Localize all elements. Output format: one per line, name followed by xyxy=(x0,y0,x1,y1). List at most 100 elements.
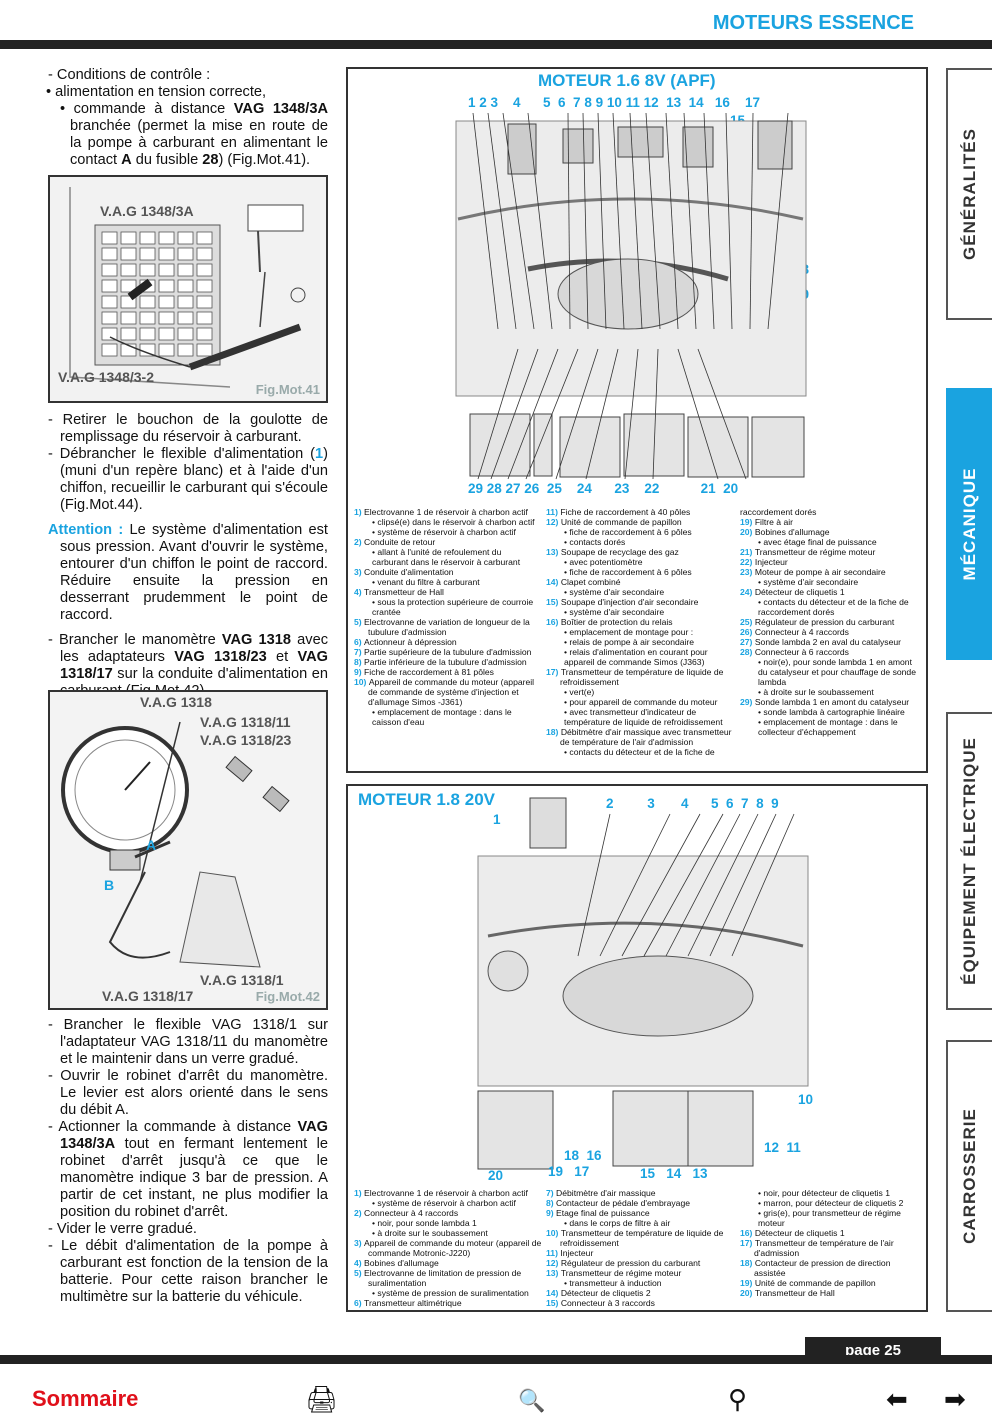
fuse-cell xyxy=(158,311,175,325)
leader-line xyxy=(507,348,559,480)
legend-subitem: • noir, pour détecteur de cliquetis 1 xyxy=(758,1188,890,1198)
fuse-cell xyxy=(158,247,175,261)
leader-line xyxy=(567,112,571,330)
leader-line xyxy=(472,112,499,330)
fig41-label-vag-1348-3-2: V.A.G 1348/3-2 xyxy=(58,369,154,385)
panel2-title: MOTEUR 1.8 20V xyxy=(358,790,495,809)
text-block-conditions: - Conditions de contrôle : • alimentatio… xyxy=(46,67,328,168)
legend-item: 12) Régulateur de pression du carburant xyxy=(546,1258,701,1268)
legend-subitem: • gris(e), pour transmetteur de régime m… xyxy=(758,1208,901,1228)
legend-item: 11) Injecteur xyxy=(546,1248,594,1258)
legend-subitem: • sous la protection supérieure de courr… xyxy=(372,597,534,617)
engine-1-8-illustration xyxy=(477,797,809,1170)
legend-subitem: • contacts dorés xyxy=(564,537,626,547)
legend-item: 21) Transmetteur de régime moteur xyxy=(740,547,876,557)
panel2-num-1: 1 xyxy=(493,812,501,827)
fuse-cell xyxy=(177,263,194,277)
leader-line xyxy=(487,112,517,330)
fuse-cell xyxy=(101,311,118,325)
legend-subitem: • avec étage final de puissance xyxy=(758,537,877,547)
panel2-legend-col1: 1) Electrovanne 1 de réservoir à charbon… xyxy=(354,1188,542,1308)
fig42-label-vag-1318: V.A.G 1318 xyxy=(140,694,212,710)
fuse-cell xyxy=(101,343,118,357)
fuse-cell xyxy=(120,279,137,293)
legend-subitem: • système de réservoir à charbon actif xyxy=(372,1198,516,1208)
legend-item: 28) Connecteur à 6 raccords xyxy=(740,647,849,657)
leader-line xyxy=(502,112,535,330)
legend-item: 19) Unité de commande de papillon xyxy=(740,1278,876,1288)
legend-item: 6) Actionneur à dépression xyxy=(354,637,457,647)
legend-subitem: • noir(e), pour sonde lambda 1 en amont … xyxy=(758,657,916,687)
legend-subitem: • noir, pour sonde lambda 1 xyxy=(372,1218,477,1228)
leader-line xyxy=(597,112,607,330)
fuse-cell xyxy=(139,231,156,245)
panel2-legend-col3: • noir, pour détecteur de cliquetis 1• m… xyxy=(740,1188,916,1298)
tab-carrosserie[interactable]: CARROSSERIE xyxy=(946,1040,992,1312)
fuse-cell xyxy=(196,263,213,277)
panel2-num-10: 10 xyxy=(798,1092,814,1107)
search-page-icon[interactable]: 🔍 xyxy=(518,1388,546,1413)
legend-subitem: • marron, pour détecteur de cliquetis 2 xyxy=(758,1198,904,1208)
fuse-cell xyxy=(158,343,175,357)
tab-equipement-electrique[interactable]: ÉQUIPEMENT ÉLECTRIQUE xyxy=(946,712,992,1010)
legend-subitem: • emplacement de montage : dans le caiss… xyxy=(372,707,512,727)
legend-item: 24) Détecteur de cliquetis 1 xyxy=(740,587,845,597)
sommaire-link[interactable]: Sommaire xyxy=(32,1386,139,1411)
legend-item: 29) Sonde lambda 1 en amont du catalyseu… xyxy=(740,697,910,707)
fuse-cell xyxy=(196,311,213,325)
leader-line xyxy=(621,813,701,957)
panel1-title: MOTEUR 1.6 8V (APF) xyxy=(538,71,716,90)
binoculars-icon[interactable]: ⚲ xyxy=(728,1384,748,1414)
fuse-cell xyxy=(177,279,194,293)
legend-subitem: • clipsé(e) dans le réservoir à charbon … xyxy=(372,517,535,527)
legend-subitem: • à droite sur le soubassement xyxy=(372,1228,488,1238)
panel-moteur-1-8: MOTEUR 1.8 20V 1 2 3 4 5 6 7 8 9 10 12 1… xyxy=(346,784,928,1312)
legend-item: 15) Connecteur à 3 raccords xyxy=(546,1298,655,1308)
fuse-cell xyxy=(139,295,156,309)
legend-item: 12) Unité de commande de papillon xyxy=(546,517,682,527)
panel2-num-12-11: 12 11 xyxy=(764,1140,801,1155)
legend-item: 18) Contacteur de pression de direction … xyxy=(740,1258,891,1278)
leader-line xyxy=(643,813,724,957)
legend-subitem: • système d'air secondaire xyxy=(564,587,665,597)
leader-line xyxy=(749,112,754,330)
engine-1-6-illustration xyxy=(455,112,807,480)
fuse-cell xyxy=(177,247,194,261)
fig42-label-vag-1318-23: V.A.G 1318/23 xyxy=(200,732,292,748)
legend-item: 15) Soupape d'injection d'air secondaire xyxy=(546,597,699,607)
tab-generalites[interactable]: GÉNÉRALITÉS xyxy=(946,68,992,320)
fig41-caption: Fig.Mot.41 xyxy=(255,382,320,397)
legend-subitem: • vert(e) xyxy=(564,687,595,697)
legend-subitem: • relais de pompe à air secondaire xyxy=(564,637,695,647)
leader-line xyxy=(687,813,759,957)
fuse-box-illustration xyxy=(50,177,326,401)
panel2-num-20: 20 xyxy=(488,1168,504,1183)
panel2-top-numbers: 2 3 4 5 6 7 8 9 xyxy=(606,796,779,811)
legend-item: 16) Détecteur de cliquetis 1 xyxy=(740,1228,845,1238)
arrow-right-icon[interactable]: ➡ xyxy=(944,1384,966,1414)
panel2-num-15-14-13: 15 14 13 xyxy=(640,1166,708,1181)
legend-subitem: • système de réservoir à charbon actif xyxy=(372,527,516,537)
legend-subitem: • venant du filtre à carburant xyxy=(372,577,480,587)
legend-item: 1) Electrovanne 1 de réservoir à charbon… xyxy=(354,507,528,517)
legend-item: 1) Electrovanne 1 de réservoir à charbon… xyxy=(354,1188,528,1198)
legend-item: 17) Transmetteur de température de liqui… xyxy=(546,667,724,687)
bullet-commande: • commande à distance VAG 1348/3A branch… xyxy=(60,101,328,168)
panel1-legend-col1: 1) Electrovanne 1 de réservoir à charbon… xyxy=(354,507,538,727)
leader-line xyxy=(527,112,553,330)
print-icon[interactable]: 🖨 xyxy=(305,1384,339,1414)
legend-item: 26) Connecteur à 4 raccords xyxy=(740,627,849,637)
fig42-label-a: A xyxy=(146,837,157,853)
fig42-label-b: B xyxy=(104,877,115,893)
arrow-left-icon[interactable]: ⬅ xyxy=(886,1384,908,1414)
bullet-tension: • alimentation en tension correcte, xyxy=(46,84,267,100)
fuse-cell xyxy=(101,263,118,277)
legend-item: 10) Transmetteur de température de liqui… xyxy=(546,1228,724,1248)
legend-item: 25) Régulateur de pression du carburant xyxy=(740,617,895,627)
tab-mecanique[interactable]: MÉCANIQUE xyxy=(946,388,992,660)
legend-item: 3) Appareil de commande du moteur (appar… xyxy=(354,1238,542,1258)
fuse-cell xyxy=(196,343,213,357)
legend-item: 5) Electrovanne de variation de longueur… xyxy=(354,617,530,637)
legend-item: raccordement dorés xyxy=(740,507,817,517)
